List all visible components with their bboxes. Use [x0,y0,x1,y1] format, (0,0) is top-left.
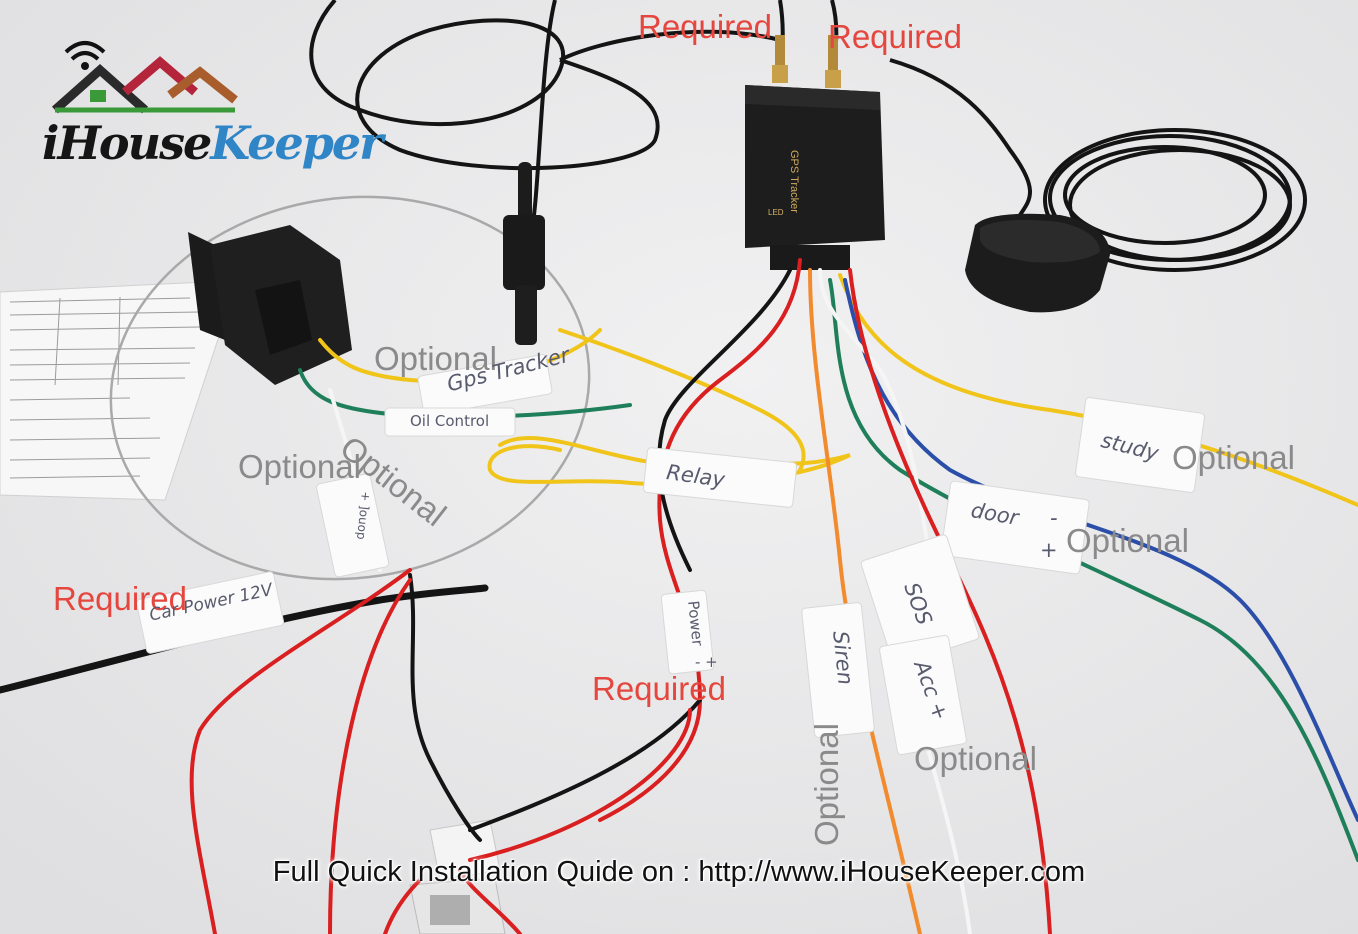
optional-label-acc: Optional [914,740,1037,777]
install-guide-url: Full Quick Installation Quide on : http:… [272,856,1086,888]
required-label-gps-antenna: Required [828,18,962,55]
logo-text-part-1: iHouse [42,116,212,170]
logo-house-icon [52,41,238,114]
gps-receiver-puck [965,213,1110,313]
tag-power-sign: - + [695,653,718,671]
required-label-car-power: Required [53,580,187,617]
tag-door-minus: - [1050,506,1058,530]
paper-tags [136,354,1205,756]
instruction-sheet [0,281,226,501]
tracker-label: GPS Tracker [788,150,800,213]
tracker-led-label: LED [768,208,784,217]
highlight-circle [109,195,591,581]
gps-tracker-unit [745,35,885,270]
optional-label-relay-side: Optional [238,448,361,485]
optional-label-gps-tracker: Optional [374,340,497,377]
tag-door-plus: + [1040,538,1058,562]
tag-oil-control: Oil Control [410,412,490,430]
logo-text-part-2: Keeper [210,116,383,170]
required-label-power: Required [592,670,726,707]
optional-label-study: Optional [1172,439,1295,476]
relay-unit [188,225,352,385]
gsm-antenna [503,162,545,345]
brand-logo: iHouseKeeper [42,116,383,170]
optional-label-door: Optional [1066,522,1189,559]
optional-label-siren: Optional [808,723,845,846]
fuse-holder [409,819,506,934]
tag-siren: Siren [828,629,858,687]
tag-power: Power [684,599,707,647]
antenna-cables [309,0,1307,272]
required-label-sim-antenna: Required [638,8,772,45]
